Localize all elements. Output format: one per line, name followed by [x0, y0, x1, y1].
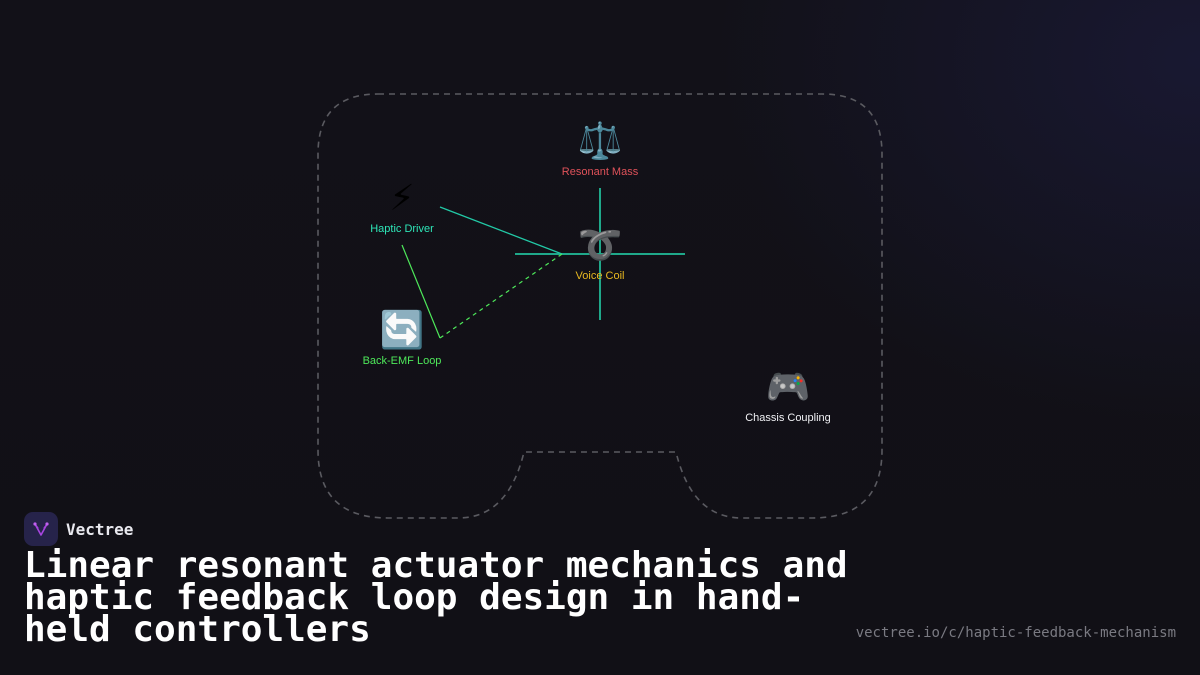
repeat-arrows-icon: 🔄 [379, 310, 425, 351]
vectree-logo-icon [24, 512, 58, 546]
node-label: Chassis Coupling [745, 412, 831, 424]
page-url[interactable]: vectree.io/c/haptic-feedback-mechanism [855, 625, 1176, 641]
controller-outline [317, 93, 883, 519]
node-chassis-coupling[interactable]: 🎮 Chassis Coupling [745, 366, 831, 424]
brand[interactable]: Vectree [24, 512, 133, 546]
balance-scale-icon: ⚖️ [577, 121, 623, 162]
node-resonant-mass[interactable]: ⚖️ Resonant Mass [562, 120, 638, 178]
node-back-emf-loop[interactable]: 🔄 Back-EMF Loop [363, 309, 442, 367]
node-label: Resonant Mass [561, 166, 639, 178]
node-label: Voice Coil [575, 270, 625, 282]
edge-loop-to-coil [439, 253, 563, 339]
page-title: Linear resonant actuator mechanics and h… [24, 545, 848, 650]
curly-loop-icon: ➰ [577, 225, 623, 266]
lightning-bolt-icon: ⚡ [389, 178, 415, 219]
game-controller-icon: 🎮 [765, 367, 811, 408]
node-voice-coil[interactable]: ➰ Voice Coil [576, 224, 625, 282]
brand-name: Vectree [66, 519, 134, 539]
edge-driver-to-loop [401, 244, 441, 339]
node-haptic-driver[interactable]: ⚡ Haptic Driver [370, 177, 434, 235]
edge-driver-to-coil [439, 206, 563, 255]
node-label: Haptic Driver [370, 223, 434, 235]
node-label: Back-EMF Loop [362, 355, 442, 367]
